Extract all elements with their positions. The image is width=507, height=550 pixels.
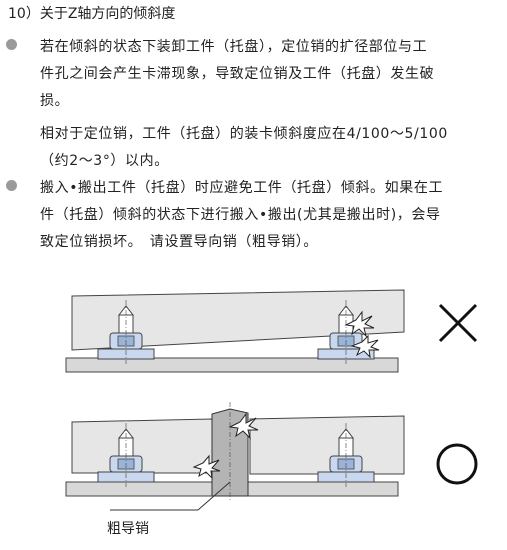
text-line: 若在倾斜的状态下装卸工件（托盘），定位销的扩径部位与工 [40,39,428,55]
bullet-item-1: 若在倾斜的状态下装卸工件（托盘），定位销的扩径部位与工 件孔之间会产生卡滞现象，… [6,34,501,175]
bullet-1-text: 若在倾斜的状态下装卸工件（托盘），定位销的扩径部位与工 件孔之间会产生卡滞现象，… [40,34,501,175]
text-line: 致定位销损坏。 请设置导向销（粗导销）。 [40,234,318,250]
x-mark-icon [438,303,478,343]
bullet-dot-icon [6,39,17,50]
circle-mark-icon [436,443,478,485]
label-leader-line [110,481,231,511]
text-line: 损。 [40,93,70,109]
collision-burst-icon [228,412,259,440]
tilted-pallet [71,289,405,351]
wrong-example [65,289,405,373]
text-line: 相对于定位销，工件（托盘）的装卡倾斜度应在4/100～5/100 [40,126,448,142]
section-heading: 10）关于Z轴方向的倾斜度 [8,6,176,22]
collision-burst-icon [344,310,375,338]
collision-burst-icon [350,334,380,359]
text-line: 件孔之间会产生卡滞现象，导致定位销及工件（托盘）发生破 [40,66,435,82]
locating-pin-right [317,423,375,487]
right-example [65,402,405,511]
guide-pin-label: 粗导销 [107,521,149,537]
bullet-item-2: 搬入•搬出工件（托盘）时应避免工件（托盘）倾斜。如果在工 件（托盘）倾斜的状态下… [6,175,501,256]
base-plate [65,357,399,373]
collision-burst-icon [192,454,221,480]
tilt-diagram [65,289,405,511]
bullet-2-text: 搬入•搬出工件（托盘）时应避免工件（托盘）倾斜。如果在工 件（托盘）倾斜的状态下… [40,175,501,256]
text-line: （约2～3°）以内。 [40,153,169,169]
pallet-right [249,415,405,475]
text-line: 搬入•搬出工件（托盘）时应避免工件（托盘）倾斜。如果在工 [40,180,444,196]
locating-pin-left [97,300,155,364]
text-line: 件（托盘）倾斜的状态下进行搬入•搬出(尤其是搬出时)，会导 [40,207,441,223]
bullet-dot-icon [6,180,17,191]
locating-pin-left [97,423,155,487]
